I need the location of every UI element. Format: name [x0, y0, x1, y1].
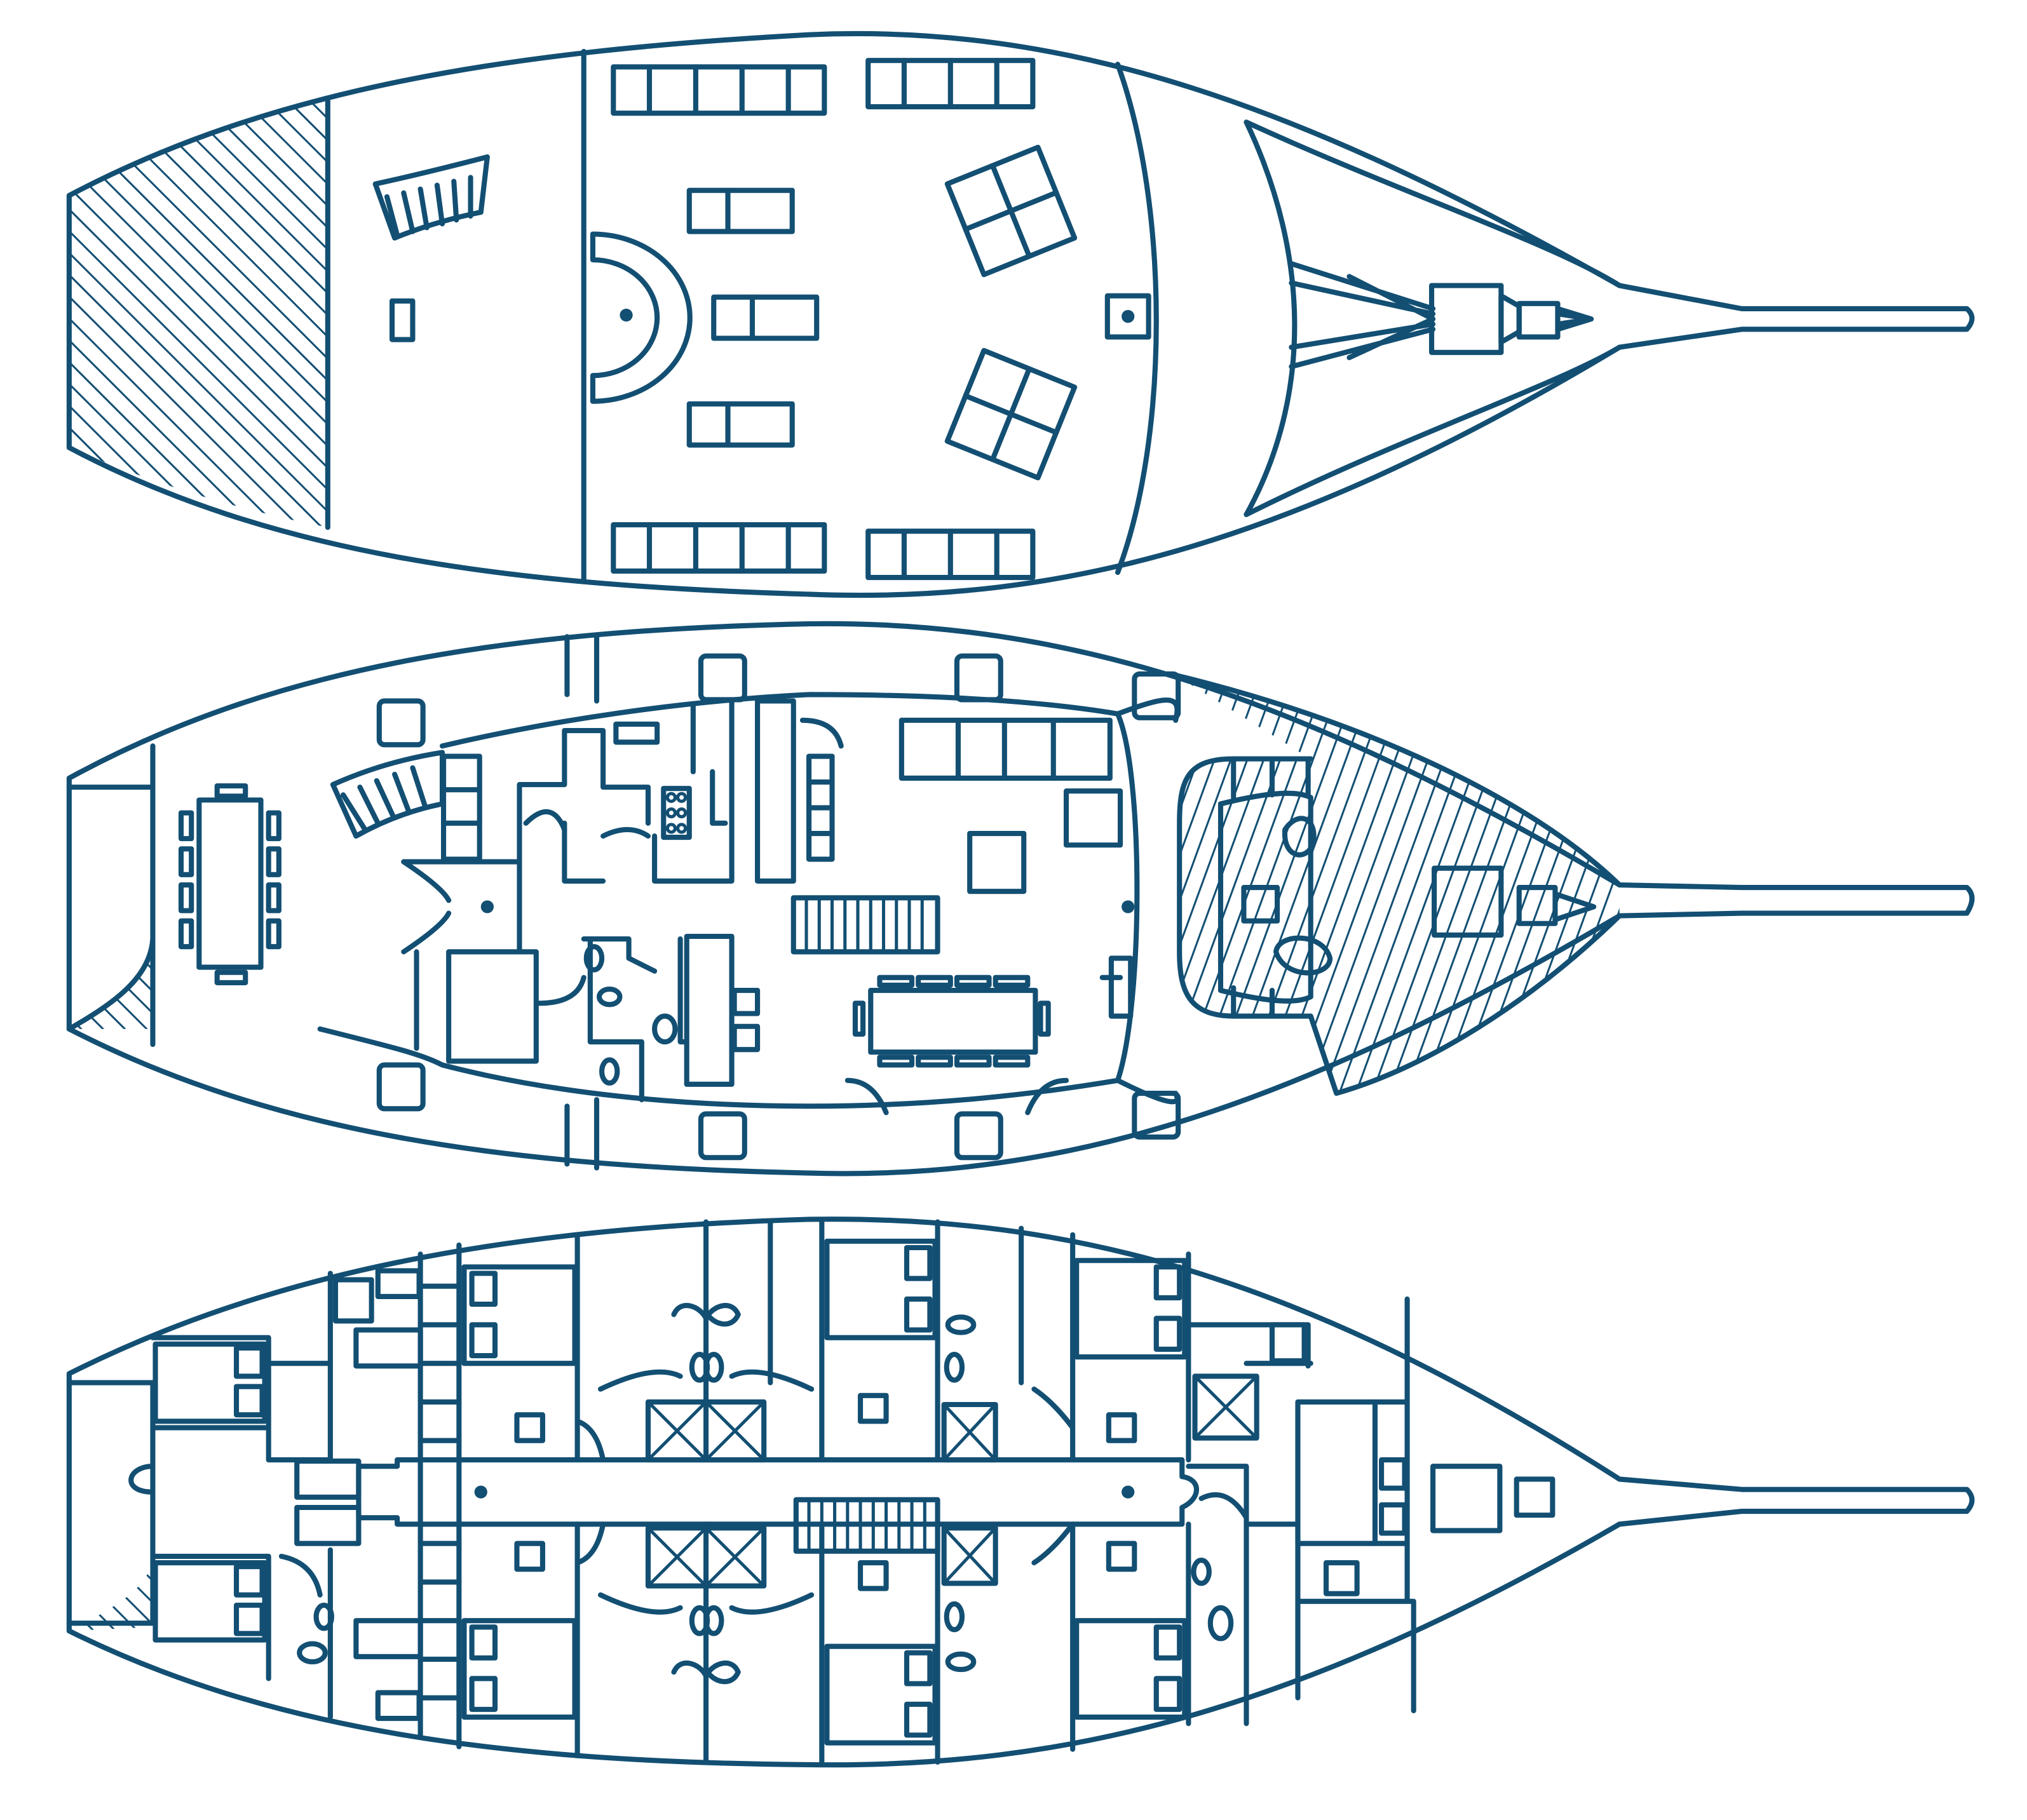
main-foredeck-outline: [1173, 672, 1622, 1096]
main-foredeck-hatch-2: [1273, 935, 1333, 976]
main-bow-tip-lines: [1552, 891, 1597, 922]
main-mast-aft-icon: [480, 900, 494, 913]
main-foredeck-hatch: [1176, 675, 1620, 1094]
upper-bow-inner-curve: [1244, 119, 1298, 517]
lower-bow-box: [1514, 1476, 1556, 1518]
lower-cabin-side-tables: [514, 1392, 1137, 1591]
lower-fwd-cabin-walls: [1186, 1296, 1416, 1727]
upper-table-bottom: [944, 347, 1078, 481]
lower-cabin-rows: [417, 1283, 462, 1701]
upper-table-top: [944, 144, 1078, 278]
main-salon-coffee-table: [967, 830, 1027, 894]
main-foredeck-hatch-1: [1282, 816, 1317, 858]
main-galley-door: [523, 809, 651, 839]
lower-showers: [645, 1373, 1259, 1589]
main-foredeck-small-box: [1241, 885, 1280, 924]
upper-deck: [66, 30, 1975, 598]
upper-small-box: [390, 298, 416, 342]
lower-aft-lockers: [294, 1268, 423, 1722]
upper-deck-hull: [66, 30, 1975, 598]
lower-aft-bunks: [153, 1341, 268, 1643]
lower-aft-cabin-walls: [150, 1271, 333, 1720]
lower-toilets: [671, 1303, 1234, 1685]
main-aft-door-arc: [401, 859, 452, 955]
main-toilet-4: [599, 1057, 620, 1086]
main-salon-wall: [317, 692, 1140, 1109]
upper-staircase: [372, 154, 490, 241]
upper-sunbeds-top-left: [611, 64, 827, 116]
upper-mast-aft-icon: [620, 308, 633, 322]
upper-fwd-curve: [1115, 62, 1159, 576]
lower-mast-fwd-icon: [1122, 1485, 1135, 1499]
main-dining-table-aft: [178, 783, 281, 985]
main-galley-walls: [401, 698, 735, 1064]
main-salon-doors: [799, 717, 1069, 1116]
lower-stern-ladder: [69, 1556, 153, 1631]
lower-corridor: [356, 1457, 1200, 1527]
main-salon-sofa: [898, 717, 1113, 781]
lower-cabin-doors: [574, 1369, 1249, 1615]
main-toilet-1: [583, 944, 605, 973]
main-fwd-cockpit-wall: [1115, 698, 1180, 1105]
main-aft-staircase: [330, 750, 445, 839]
upper-mast-fwd-box: [1104, 293, 1151, 340]
main-helm-station: [1099, 955, 1134, 1019]
main-galley-stove: [661, 786, 692, 840]
main-aft-seating: [440, 753, 482, 862]
main-deck-hull: [66, 621, 1975, 1176]
main-stern-ladder-outline: [66, 936, 156, 1032]
lower-stairs: [793, 1497, 940, 1554]
main-galley-stove-burners: [665, 792, 688, 834]
lower-chain-locker: [1430, 1464, 1503, 1534]
upper-rigging: [1289, 261, 1436, 370]
main-toilet-3: [652, 1013, 678, 1045]
main-heads-walls: [536, 936, 689, 1103]
main-portholes: [376, 653, 1181, 1161]
main-foredeck-seat-lines: [1231, 758, 1311, 1019]
upper-helm-seat: [590, 231, 693, 404]
lower-deck-hull: [66, 1217, 1975, 1768]
upper-bow-tip-lines: [1555, 306, 1594, 332]
upper-windlass-box: [1428, 283, 1504, 355]
upper-sunbeds-bottom-left: [611, 522, 827, 574]
main-foredeck-inner: [1217, 790, 1313, 1004]
upper-bow-inner: [1244, 119, 1622, 517]
upper-mast-fwd-icon: [1122, 309, 1135, 323]
lower-aft-head: [278, 1553, 334, 1665]
upper-loungers: [686, 187, 820, 448]
main-dining-table-salon: [852, 974, 1051, 1068]
upper-bow-fitting: [1516, 300, 1561, 340]
main-mast-fwd-icon: [1122, 900, 1135, 913]
main-aft-dividers: [564, 634, 600, 1171]
main-deck: [66, 621, 1975, 1176]
lower-stern-arch: [128, 1464, 156, 1495]
main-toilet-2: [596, 986, 623, 1008]
lower-deck: [66, 1217, 1975, 1768]
lower-mast-aft-icon: [474, 1485, 487, 1499]
lower-fwd-cabin: [1269, 1322, 1410, 1596]
main-salon-armchair: [1063, 788, 1123, 848]
main-windlass-box: [1432, 865, 1504, 938]
main-central-staircase: [790, 895, 940, 955]
upper-sunbeds-top-right: [865, 58, 1036, 110]
main-galley-sink: [613, 721, 660, 745]
upper-sunbeds-bottom-right: [865, 529, 1036, 581]
lower-cabin-columns: [417, 1219, 1191, 1765]
main-stern-ladder: [69, 939, 153, 1029]
main-salon-cabinets: [684, 698, 835, 1087]
upper-windlass-connector: [1498, 293, 1522, 345]
main-bow-fitting: [1516, 885, 1558, 926]
upper-stern-hatch: [69, 100, 328, 528]
lower-cabin-beds: [461, 1238, 1188, 1746]
